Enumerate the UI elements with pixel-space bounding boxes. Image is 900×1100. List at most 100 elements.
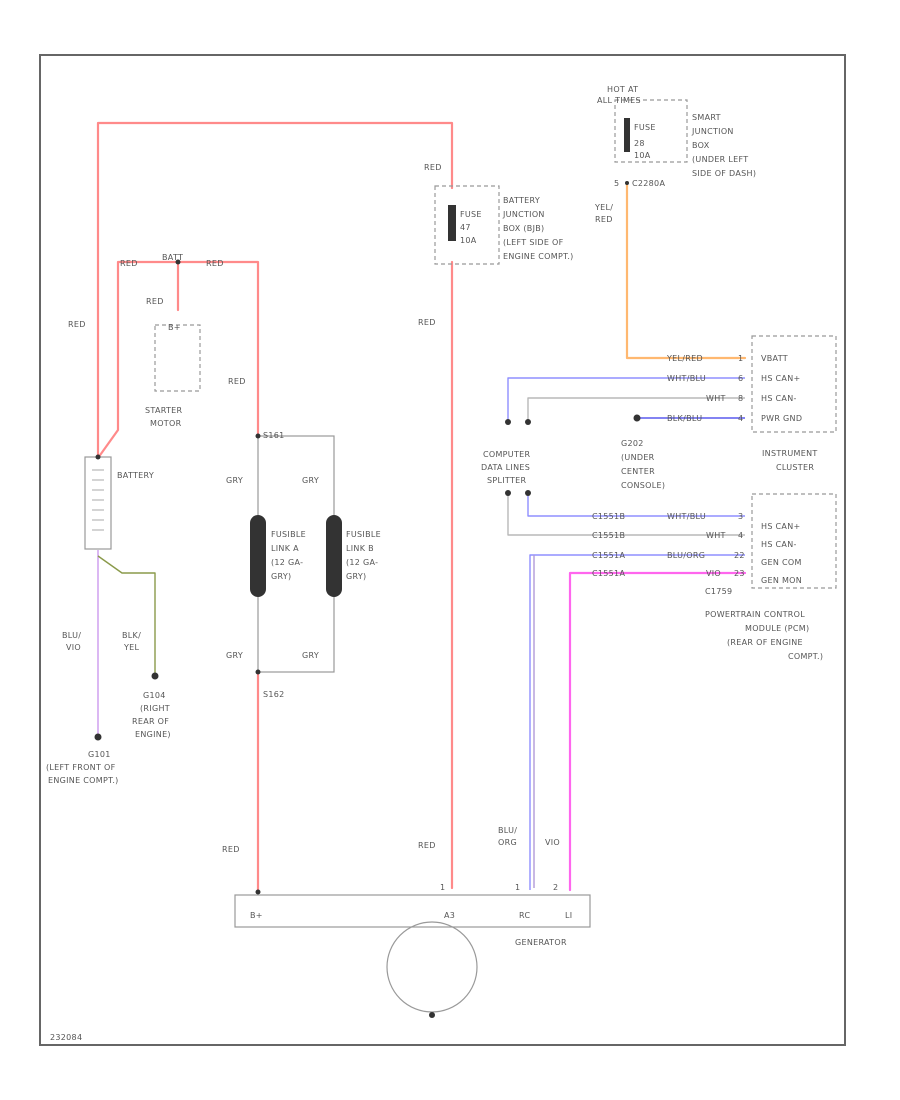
pcm-pin-gen-com: GEN COM [761, 558, 802, 567]
fusible-a-label-3: (12 GA- [271, 558, 303, 567]
wire-label-red-bjb-bottom: RED [418, 841, 436, 850]
wire-label-vio-pcm: VIO [706, 569, 721, 578]
powertrain-control-module [751, 493, 837, 589]
battery-label: BATTERY [117, 471, 154, 480]
smart-jb-pin [625, 181, 629, 185]
wire-label-blu-org-gen-2: ORG [498, 838, 517, 847]
smart-jb-label-4: (UNDER LEFT [692, 155, 748, 164]
pcm-conn-3: C1551A [592, 551, 625, 560]
bjb-label-3: BOX (BJB) [503, 224, 544, 233]
bjb-label-2: JUNCTION [502, 210, 545, 219]
starter-batt-label: BATT [162, 253, 183, 262]
ground-g101-label-3: ENGINE COMPT.) [48, 776, 119, 785]
wire-label-yel-red-1: YEL/ [594, 203, 613, 212]
wire-wht-blu-pcm [527, 495, 745, 517]
smart-jb-label-3: BOX [692, 141, 710, 150]
wire-yel-red [625, 183, 747, 360]
smart-jb-pin-num: 5 [614, 179, 619, 188]
generator-label: GENERATOR [515, 938, 567, 947]
diagram-frame [39, 54, 846, 1046]
wire-label-wht-blu-pcm: WHT/BLU [667, 512, 706, 521]
wire-label-blk-blu-ic: BLK/BLU [667, 414, 702, 423]
ic-pin-num-4: 4 [738, 414, 743, 423]
smart-jb-fuse [624, 118, 630, 152]
pcm-label-1: POWERTRAIN CONTROL [705, 610, 805, 619]
starter-label-1: STARTER [145, 406, 183, 415]
bjb-fuse [448, 205, 456, 241]
wire-blk-yel [97, 555, 156, 673]
pcm-label-2: MODULE (PCM) [745, 624, 809, 633]
wire-label-gry-1: GRY [226, 476, 243, 485]
pcm-label-4: COMPT.) [788, 652, 823, 661]
fusible-link-b [326, 515, 342, 597]
generator-ground-dot [429, 1012, 435, 1018]
smart-jb-label-1: SMART [692, 113, 721, 122]
splitter-label-2: DATA LINES [481, 463, 530, 472]
wire-vio [568, 571, 747, 892]
wire-label-gry-2: GRY [302, 476, 319, 485]
wire-label-wht-pcm: WHT [706, 531, 726, 540]
ic-pin-num-3: 8 [738, 394, 743, 403]
ground-g202-label-3: CENTER [621, 467, 655, 476]
starter-motor [154, 324, 201, 392]
ic-label-2: CLUSTER [776, 463, 814, 472]
smart-jb-connector: C2280A [632, 179, 665, 188]
ground-g104-icon [151, 672, 159, 680]
fusible-link-loop [257, 435, 335, 673]
gen-pin-2: 1 [515, 883, 520, 892]
battery [84, 456, 112, 550]
wire-label-red-left: RED [68, 320, 86, 329]
pcm-conn-4: C1551A [592, 569, 625, 578]
wire-label-blu-org-pcm: BLU/ORG [667, 551, 705, 560]
ground-g101-label-1: G101 [88, 750, 111, 759]
splice-s162-label: S162 [263, 690, 285, 699]
wire-label-wht-ic: WHT [706, 394, 726, 403]
generator-b-plus-dot [255, 889, 261, 895]
smart-jb-fuse-3: 10A [634, 151, 651, 160]
gen-pin-1: 1 [440, 883, 445, 892]
instrument-cluster [751, 335, 837, 433]
wire-label-blk-vio-2: VIO [66, 643, 81, 652]
hot-at-line2: ALL TIMES [597, 96, 641, 105]
bjb-label-4: (LEFT SIDE OF [503, 238, 564, 247]
wire-red-battery-to-starter [96, 260, 180, 460]
footer-code: 232084 [50, 1033, 82, 1042]
pcm-pin-num-2: 4 [738, 531, 743, 540]
generator-terminal-block [234, 894, 591, 928]
ic-pin-hscan-minus: HS CAN- [761, 394, 797, 403]
ground-g202-label-2: (UNDER [621, 453, 655, 462]
ic-pin-num-2: 6 [738, 374, 743, 383]
ic-pin-pwr-gnd: PWR GND [761, 414, 802, 423]
battery-positive-dot [95, 454, 101, 460]
ground-g104-label-3: REAR OF [132, 717, 169, 726]
ground-g202-label-4: CONSOLE) [621, 481, 665, 490]
splitter-bottom-left-pin [505, 490, 511, 496]
ic-label-1: INSTRUMENT [762, 449, 818, 458]
fusible-b-label-4: GRY) [346, 572, 366, 581]
wire-label-gry-4: GRY [302, 651, 319, 660]
wire-wht-ic [527, 397, 745, 420]
splice-s161-label: S161 [263, 431, 285, 440]
fusible-a-label-4: GRY) [271, 572, 291, 581]
gen-pin-3: 2 [553, 883, 558, 892]
generator-body [386, 921, 478, 1013]
bjb-label-5: ENGINE COMPT.) [503, 252, 574, 261]
wire-label-vio-gen: VIO [545, 838, 560, 847]
wire-red-battery-to-bjb [96, 121, 454, 457]
starter-label-2: MOTOR [150, 419, 182, 428]
wire-label-gry-3: GRY [226, 651, 243, 660]
wire-label-red-starter-right: RED [206, 259, 224, 268]
fusible-b-label-1: FUSIBLE [346, 530, 381, 539]
ic-pin-vbatt: VBATT [761, 354, 788, 363]
ground-g104-label-4: ENGINE) [135, 730, 171, 739]
wire-label-blk-yel-2: YEL [123, 643, 140, 652]
wire-label-red-starter-down: RED [146, 297, 164, 306]
splice-s161-dot [255, 433, 261, 439]
ground-g101-label-2: (LEFT FRONT OF [46, 763, 116, 772]
pcm-connector: C1759 [705, 587, 732, 596]
fusible-b-label-3: (12 GA- [346, 558, 378, 567]
pcm-pin-hscan-minus: HS CAN- [761, 540, 797, 549]
smart-jb-label-2: JUNCTION [691, 127, 734, 136]
wire-label-red-s161: RED [228, 377, 246, 386]
wire-label-blk-yel-1: BLK/ [122, 631, 141, 640]
